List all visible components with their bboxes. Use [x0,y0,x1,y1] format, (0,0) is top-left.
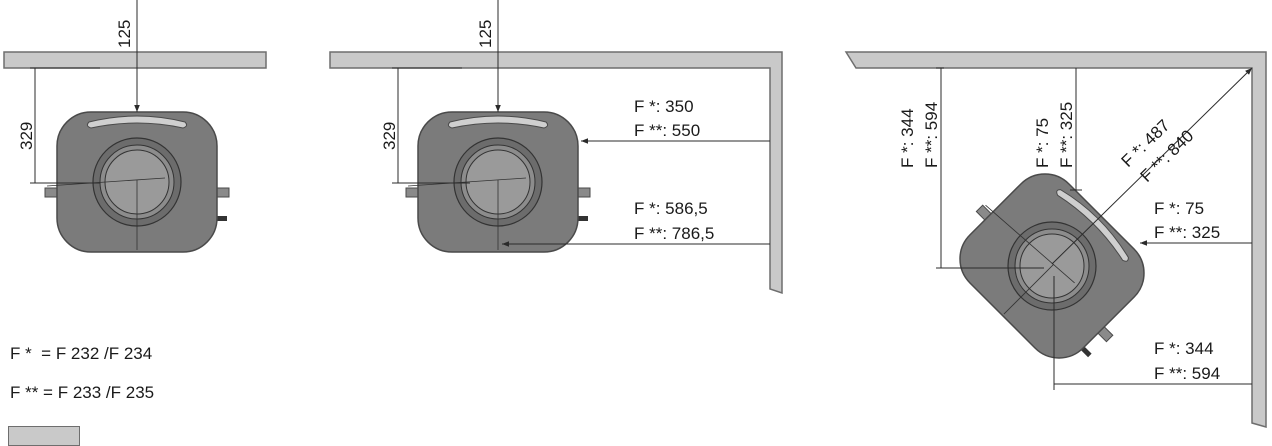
inner-corner-view: 125 329 F *: 350 F **: 550 F *: 586,5 F … [329,0,783,295]
back-wall [3,51,267,69]
center-clearance-label-b: F **: 786,5 [634,224,714,243]
ash-handle [209,216,227,221]
side-clearance-label-b: F **: 550 [634,121,700,140]
legend-line-2: F ** = F 233 /F 235 [10,383,155,402]
stove-top-view [959,173,1145,359]
bottom-clearance-label-b: F **: 594 [1154,364,1220,383]
corner-wall [329,51,783,295]
mid-clearance-label-b: F **: 325 [1057,102,1076,168]
left-clearance-label-a: F *: 344 [898,108,917,168]
diagonal-clearance-dim [1051,67,1253,265]
side-clearance-label-a: F *: 350 [634,97,694,116]
diagonal-corner-view: F *: 344 F **: 594 F *: 75 F **: 325 F *… [844,51,1267,428]
wall-view: 125 329 [3,0,267,253]
ash-handle [570,216,588,221]
top-clearance-label: 125 [115,20,134,48]
left-clearance-label-b: F **: 594 [922,102,941,168]
right-clearance-label-b: F **: 325 [1154,223,1220,242]
depth-label: 329 [380,122,399,150]
wall-swatch [8,426,80,446]
top-handle-slot [447,115,549,129]
top-clearance-label: 125 [476,20,495,48]
depth-label: 329 [17,122,36,150]
clearance-diagram: 125 329 125 329 F *: 350 F **: 550 F *: … [3,0,1267,428]
right-clearance-label-a: F *: 75 [1154,199,1204,218]
corner-wall [844,51,1267,428]
stove-top-view [44,111,230,253]
bottom-clearance-label-a: F *: 344 [1154,339,1214,358]
mid-clearance-label-a: F *: 75 [1033,118,1052,168]
stove-top-view [405,111,591,253]
legend-line-1: F * = F 232 /F 234 [10,344,153,363]
top-handle-slot [86,115,188,129]
center-clearance-label-a: F *: 586,5 [634,199,708,218]
top-handle-slot [1056,189,1129,262]
